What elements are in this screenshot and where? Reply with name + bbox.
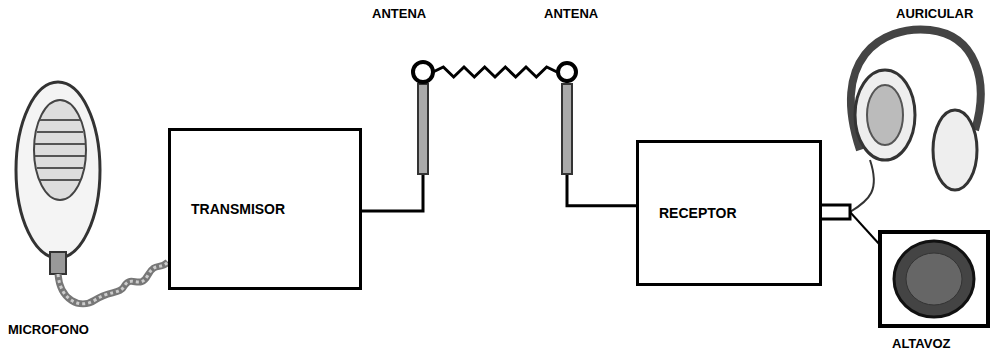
process-box: TRANSMISOR: [168, 128, 362, 290]
part-label: ANTENA: [544, 6, 598, 21]
speaker-illustration: [880, 232, 988, 326]
process-box: RECEPTOR: [636, 140, 822, 286]
antenna-symbol: [558, 63, 576, 174]
part-label: ALTAVOZ: [892, 336, 951, 351]
microphone-illustration: [16, 82, 168, 304]
box-title: TRANSMISOR: [171, 201, 297, 217]
headphones-illustration: [850, 30, 981, 212]
part-label: AURICULAR: [896, 6, 973, 21]
antenna-symbol: [413, 62, 433, 174]
signal-connector: [362, 67, 636, 211]
jack-connector: [820, 205, 850, 219]
speaker-wire: [850, 212, 880, 245]
part-label: MICROFONO: [8, 322, 89, 337]
box-title: RECEPTOR: [639, 205, 749, 221]
part-label: ANTENA: [372, 6, 426, 21]
